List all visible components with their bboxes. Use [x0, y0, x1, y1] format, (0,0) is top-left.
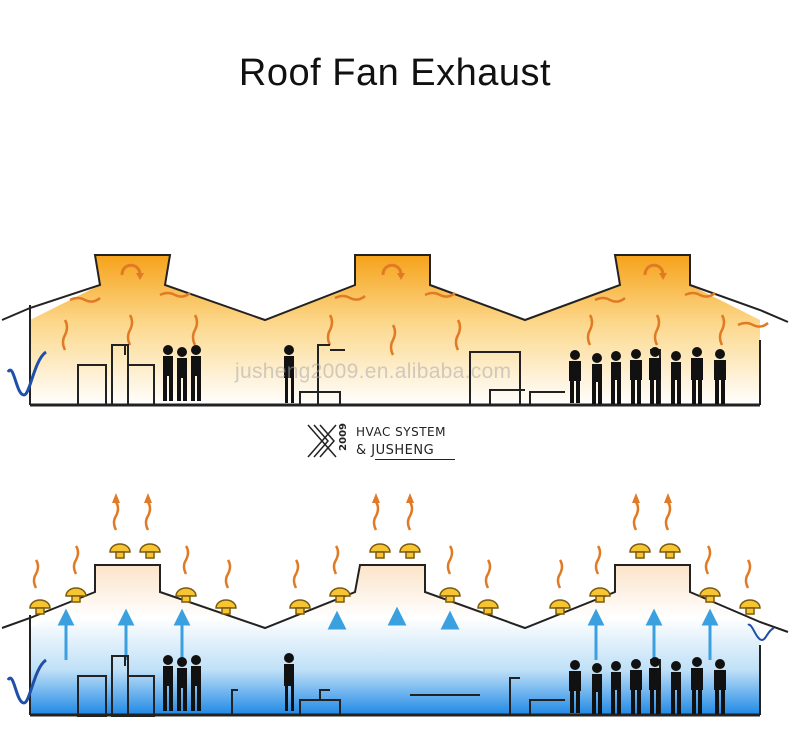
page-title: Roof Fan Exhaust	[238, 52, 552, 94]
hot-building-people	[163, 345, 726, 404]
roof-fan-icon	[215, 599, 237, 615]
roof-fan-icon	[109, 543, 131, 559]
ventilated-building-people	[163, 653, 726, 714]
roof-fan-icon	[739, 599, 761, 615]
jusheng-logo: 2009 HVAC SYSTEM & JUSHENG	[308, 423, 468, 463]
roof-fan-icon	[477, 599, 499, 615]
roof-fan-icon	[439, 587, 461, 603]
roof-fan-icon	[139, 543, 161, 559]
roof-fan-icon	[699, 587, 721, 603]
logo-underline	[375, 459, 455, 460]
hot-building-section	[1, 254, 789, 407]
roof-fan-icon	[659, 543, 681, 559]
ventilated-building-roof-outline	[1, 564, 789, 633]
logo-ampersand: &	[356, 443, 367, 458]
watermark-text: jusheng2009.en.alibaba.com	[235, 360, 512, 383]
roof-fan-icon	[29, 599, 51, 615]
roof-fan-icon	[629, 543, 651, 559]
hot-air-rising-lines	[61, 291, 769, 356]
roof-fans	[29, 543, 761, 615]
hot-building-roof-outline	[1, 254, 789, 323]
ventilated-building-section	[1, 493, 789, 717]
logo-company: & JUSHENG	[356, 443, 434, 458]
jusheng-logo-mark	[307, 424, 337, 458]
exhaust-smoke-lines	[32, 501, 752, 589]
logo-year: 2009	[338, 423, 349, 451]
roof-fan-icon	[289, 599, 311, 615]
roof-fan-icon	[369, 543, 391, 559]
air-outlet-wave-icon	[747, 623, 775, 642]
logo-company-name: JUSHENG	[371, 443, 435, 458]
roof-fan-icon	[549, 599, 571, 615]
logo-hvac-system: HVAC SYSTEM	[356, 425, 446, 439]
roof-fan-icon	[589, 587, 611, 603]
fresh-air-arrows	[57, 606, 719, 660]
air-intake-wave-icon	[6, 350, 48, 397]
air-intake-wave-icon	[6, 658, 48, 705]
roof-fan-icon	[175, 587, 197, 603]
roof-fan-icon	[329, 587, 351, 603]
roof-fan-icon	[65, 587, 87, 603]
roof-fan-icon	[399, 543, 421, 559]
